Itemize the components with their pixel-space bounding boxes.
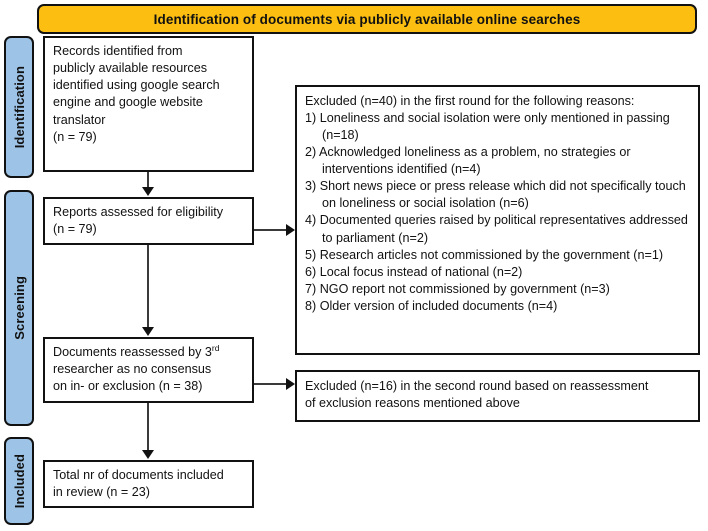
box-reassessed-line-1: Documents reassessed by 3rd [53,344,244,361]
excluded-first-round-heading: Excluded (n=40) in the first round for t… [305,94,635,108]
box-reports-line-1: Reports assessed for eligibility [53,205,224,219]
arrowhead-right-to-excluded-first-round-icon [286,224,295,236]
stage-label-screening: Screening [4,190,34,426]
excluded-reason-4: 4) Documented queries raised by politica… [305,213,688,245]
excluded-reason-6: 6) Local focus instead of national (n=2) [305,264,523,279]
excluded-second-round-line-1: Excluded (n=16) in the second round base… [305,379,649,393]
box-reassessed-ordinal-suffix: rd [211,342,220,353]
diagram-title: Identification of documents via publicly… [153,11,581,27]
box-reassessed-line-3: on in- or exclusion (n = 38) [53,379,203,394]
excluded-reason-8: 8) Older version of included documents (… [305,298,558,313]
box-records-line-1: Records identified from [53,44,183,58]
connector-records-to-reports [147,172,149,189]
box-excluded-first-round: Excluded (n=40) in the first round for t… [295,85,700,355]
box-records-line-4: engine and google website [53,95,203,110]
box-reassessed-line-2: researcher as no consensus [53,362,212,377]
box-included-count: in review (n = 23) [53,485,150,500]
box-reports-count: (n = 79) [53,222,97,237]
stage-label-included: Included [4,437,34,525]
box-total-included: Total nr of documents included in review… [43,460,254,508]
arrowhead-down-to-reports-icon [142,187,154,196]
stage-label-screening-text: Screening [11,276,27,340]
stage-label-identification: Identification [4,36,34,178]
connector-reports-to-reassessed [147,245,149,328]
box-records-identified: Records identified from publicly availab… [43,36,254,172]
box-documents-reassessed: Documents reassessed by 3rd researcher a… [43,337,254,403]
connector-reassessed-to-excluded-second-round [254,383,287,385]
stage-label-included-text: Included [11,453,27,509]
connector-reports-to-excluded-first-round [254,229,287,231]
connector-reassessed-to-included [147,403,149,451]
box-records-line-5: translator [53,112,106,127]
excluded-reason-5: 5) Research articles not commissioned by… [305,247,664,262]
arrowhead-down-to-reassessed-icon [142,327,154,336]
box-excluded-second-round: Excluded (n=16) in the second round base… [295,370,700,422]
excluded-reason-3: 3) Short news piece or press release whi… [305,179,686,211]
excluded-second-round-line-2: of exclusion reasons mentioned above [305,396,520,411]
box-reports-assessed: Reports assessed for eligibility (n = 79… [43,197,254,245]
arrowhead-right-to-excluded-second-round-icon [286,378,295,390]
excluded-reason-2: 2) Acknowledged loneliness as a problem,… [305,145,631,177]
diagram-header-banner: Identification of documents via publicly… [37,4,697,34]
box-records-count: (n = 79) [53,129,97,144]
box-reassessed-line-1-prefix: Documents reassessed by 3 [53,345,212,359]
box-records-line-3: identified using google search [53,78,220,93]
arrowhead-down-to-included-icon [142,450,154,459]
box-included-line-1: Total nr of documents included [53,468,224,482]
excluded-reason-7: 7) NGO report not commissioned by govern… [305,281,610,296]
box-records-line-2: publicly available resources [53,61,208,76]
excluded-reason-1: 1) Loneliness and social isolation were … [305,111,670,143]
stage-label-identification-text: Identification [11,65,27,149]
